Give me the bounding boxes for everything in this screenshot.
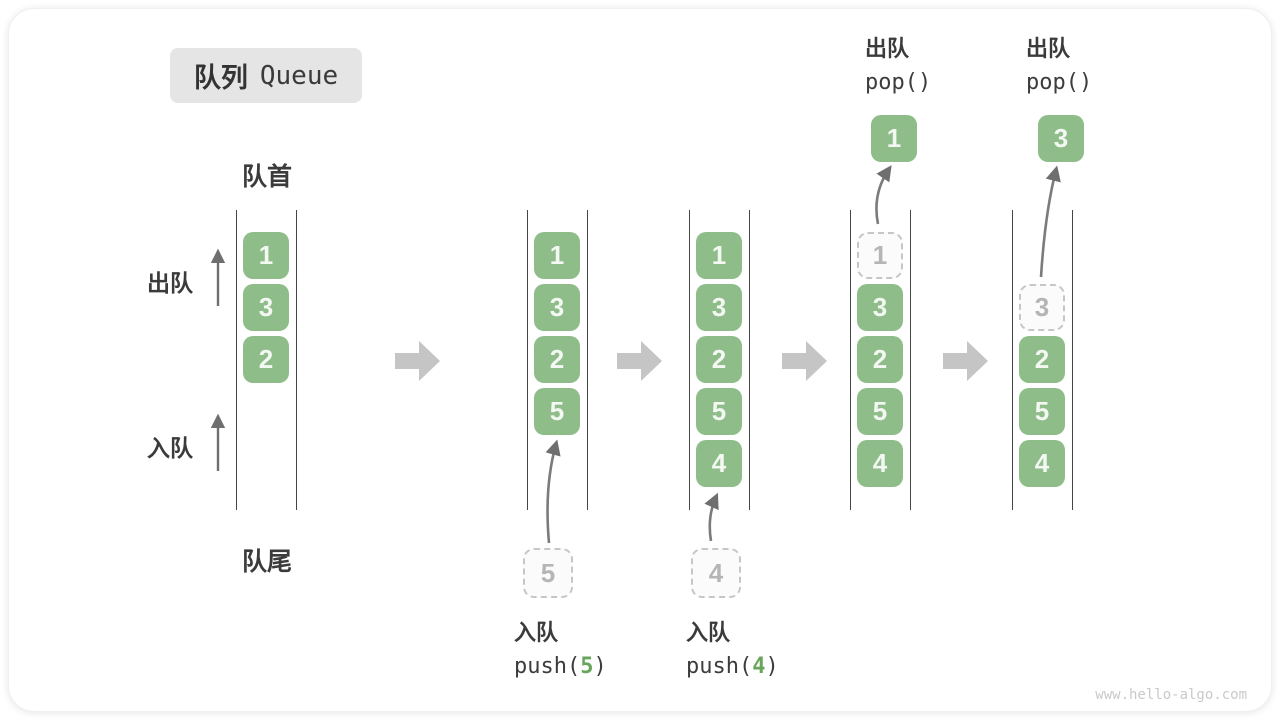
queue-item: 4 [696,440,742,487]
queue-front-label: 队首 [241,163,292,191]
queue-item: 1 [696,232,742,279]
queue-rear-label: 队尾 [241,548,292,576]
queue-item: 5 [696,388,742,435]
queue-item: 5 [857,388,903,435]
push5-code: push(5) [514,654,607,679]
queue-item: 2 [696,336,742,383]
enqueue-op-text: 入队 [686,620,731,645]
queue-item: 1 [534,232,580,279]
code-post: ) [765,654,779,679]
queue-item: 2 [857,336,903,383]
queue-item: 3 [534,284,580,331]
title-zh: 队列 [193,63,248,93]
queue-item: 1 [243,232,289,279]
queue-item: 3 [696,284,742,331]
queue-state-3: 1 3 2 5 4 [689,210,750,510]
pop2-op-label: 出队 pop() [1026,31,1092,95]
pending-item-4: 4 [691,548,741,598]
push5-op-label: 入队 push(5) [514,615,607,679]
queue-item: 2 [534,336,580,383]
queue-item: 5 [1019,388,1065,435]
dequeue-side-label: 出队 [147,270,193,296]
queue-item: 4 [857,440,903,487]
title-en: Queue [259,60,339,91]
popped-item-3: 3 [1038,115,1084,162]
push4-op-label: 入队 push(4) [686,615,779,679]
removed-item-slot: 1 [857,232,903,279]
pop2-code: pop() [1026,70,1093,95]
dequeue-op-text: 出队 [1026,36,1071,61]
queue-item: 3 [857,284,903,331]
queue-state-5: 3 2 5 4 [1012,210,1073,510]
watermark: www.hello-algo.com [1095,687,1247,703]
code-pre: push( [514,654,581,679]
enqueue-op-text: 入队 [514,620,559,645]
code-arg: 5 [580,654,594,679]
code-pre: push( [686,654,753,679]
queue-item: 4 [1019,440,1065,487]
pop1-code: pop() [865,70,932,95]
title-badge: 队列 Queue [170,48,362,103]
diagram-card [8,8,1272,712]
popped-item-1: 1 [871,115,917,162]
queue-state-4: 1 3 2 5 4 [850,210,911,510]
queue-state-1: 1 3 2 [236,210,297,510]
enqueue-side-label: 入队 [147,435,193,461]
pop1-op-label: 出队 pop() [865,31,931,95]
queue-item: 3 [243,284,289,331]
removed-item-slot: 3 [1019,284,1065,331]
pending-item-5: 5 [523,548,573,598]
code-post: ) [593,654,607,679]
queue-item: 2 [243,336,289,383]
push4-code: push(4) [686,654,779,679]
code-arg: 4 [752,654,766,679]
queue-item: 2 [1019,336,1065,383]
dequeue-op-text: 出队 [865,36,910,61]
queue-item: 5 [534,388,580,435]
queue-state-2: 1 3 2 5 [527,210,588,510]
